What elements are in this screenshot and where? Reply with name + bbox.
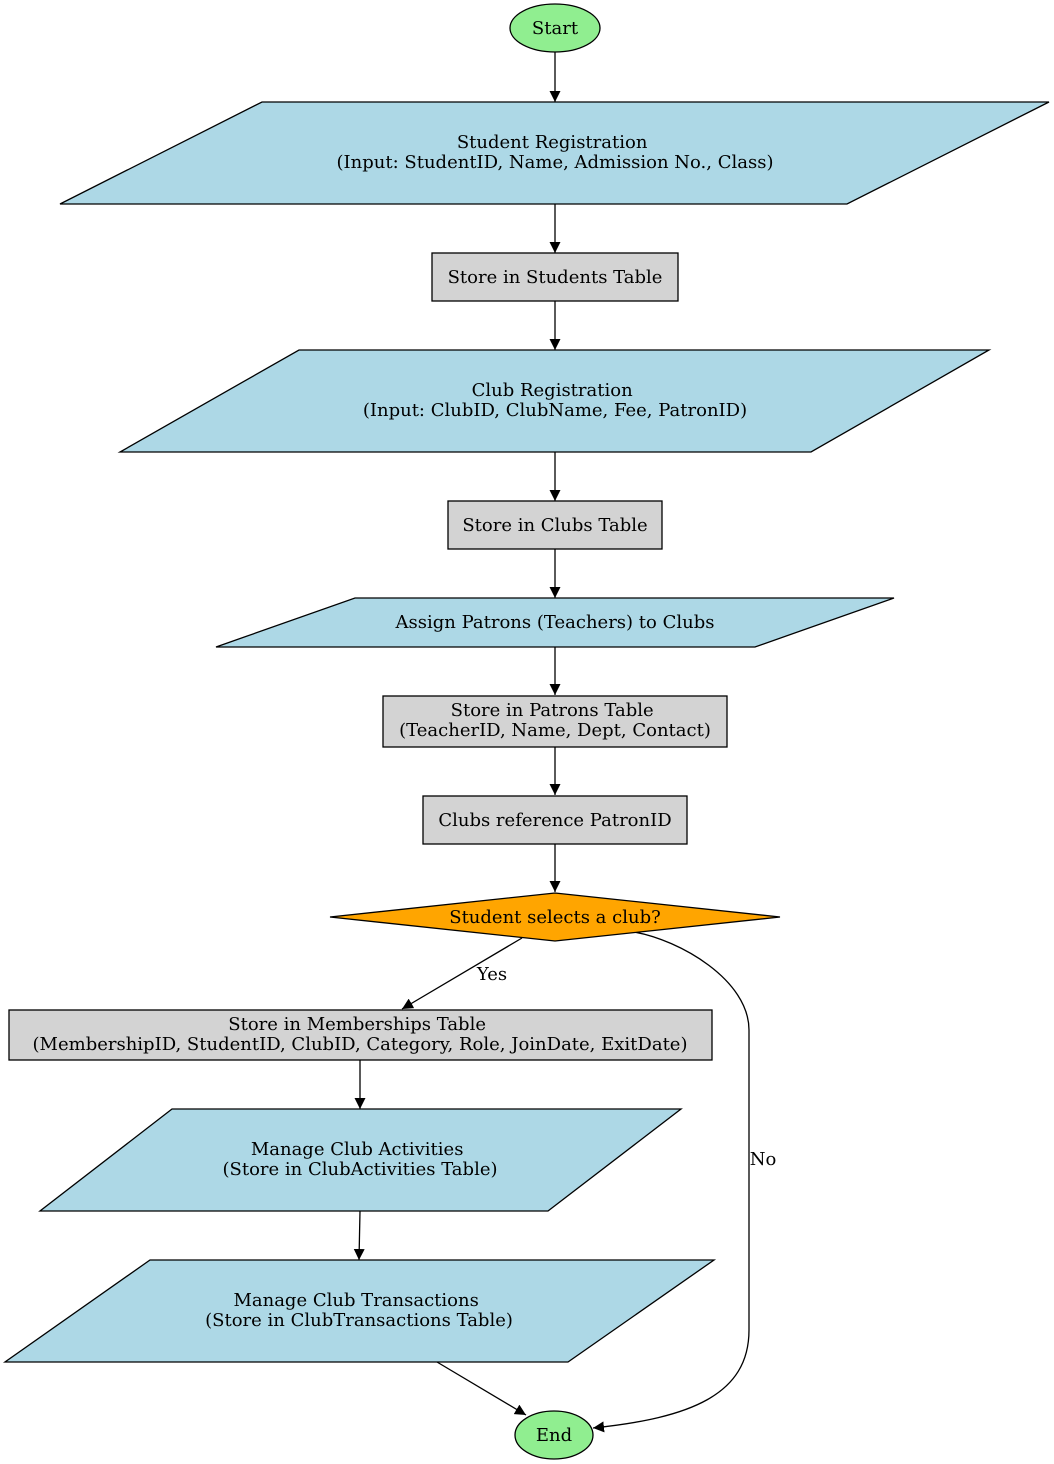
club-registration-title: Club Registration	[472, 380, 633, 401]
student-registration-label: Student Registration (Input: StudentID, …	[337, 132, 774, 173]
decision-node: Student selects a club?	[329, 892, 781, 942]
manage-transactions-title: Manage Club Transactions	[233, 1290, 478, 1311]
store-memberships-node: Store in Memberships Table (MembershipID…	[8, 1009, 713, 1061]
store-patrons-label: Store in Patrons Table (TeacherID, Name,…	[399, 700, 711, 741]
store-students-shape	[431, 252, 679, 302]
student-registration-node: Student Registration (Input: StudentID, …	[59, 101, 1050, 205]
club-registration-detail: (Input: ClubID, ClubName, Fee, PatronID)	[363, 400, 747, 421]
store-students-text: Store in Students Table	[448, 267, 663, 288]
student-registration-shape	[59, 101, 1050, 205]
clubs-reference-label: Clubs reference PatronID	[438, 810, 671, 831]
end-label: End	[536, 1425, 572, 1446]
assign-patrons-node: Assign Patrons (Teachers) to Clubs	[215, 597, 895, 648]
store-memberships-label: Store in Memberships Table (MembershipID…	[33, 1014, 688, 1055]
store-patrons-node: Store in Patrons Table (TeacherID, Name,…	[382, 695, 728, 748]
edges: Yes No	[353, 52, 777, 1433]
store-students-label: Store in Students Table	[448, 267, 663, 288]
start-label-line-1: Start	[532, 18, 579, 39]
assign-patrons-text: Assign Patrons (Teachers) to Clubs	[395, 612, 715, 633]
manage-transactions-label: Manage Club Transactions (Store in ClubT…	[205, 1290, 513, 1331]
manage-activities-detail: (Store in ClubActivities Table)	[222, 1159, 497, 1180]
assign-patrons-label: Assign Patrons (Teachers) to Clubs	[395, 612, 715, 633]
end-label-line-1: End	[536, 1425, 572, 1446]
club-registration-shape	[117, 349, 992, 453]
store-clubs-label: Store in Clubs Table	[462, 515, 647, 536]
club-registration-label: Club Registration (Input: ClubID, ClubNa…	[363, 380, 747, 421]
store-students-node: Store in Students Table	[431, 252, 679, 302]
edge-decision-yes	[401, 937, 523, 1010]
no-edge-label: No	[750, 1149, 777, 1170]
clubs-reference-text: Clubs reference PatronID	[438, 810, 671, 831]
club-registration-node: Club Registration (Input: ClubID, ClubNa…	[117, 349, 992, 453]
decision-label: Student selects a club?	[449, 907, 661, 928]
manage-activities-label: Manage Club Activities (Store in ClubAct…	[222, 1139, 497, 1180]
store-clubs-text: Store in Clubs Table	[462, 515, 647, 536]
end-shape	[514, 1410, 594, 1460]
edge-activities-to-transactions	[353, 1210, 365, 1261]
start-node: Start	[509, 3, 601, 53]
manage-activities-shape	[38, 1108, 683, 1212]
manage-activities-node: Manage Club Activities (Store in ClubAct…	[38, 1108, 683, 1212]
manage-activities-title: Manage Club Activities	[251, 1139, 464, 1160]
store-patrons-shape	[382, 695, 728, 748]
end-node: End	[514, 1410, 594, 1460]
start-label: Start	[532, 18, 579, 39]
store-patrons-title: Store in Patrons Table	[451, 700, 654, 721]
student-registration-detail: (Input: StudentID, Name, Admission No., …	[337, 152, 774, 173]
assign-patrons-shape	[215, 597, 895, 648]
store-memberships-title: Store in Memberships Table	[228, 1014, 486, 1035]
clubs-reference-node: Clubs reference PatronID	[422, 795, 688, 845]
yes-edge-label: Yes	[476, 964, 507, 985]
store-patrons-detail: (TeacherID, Name, Dept, Contact)	[399, 720, 711, 741]
store-clubs-node: Store in Clubs Table	[447, 500, 663, 550]
clubs-reference-shape	[422, 795, 688, 845]
edge-transactions-to-end	[436, 1361, 527, 1416]
start-shape	[509, 3, 601, 53]
manage-transactions-shape	[2, 1259, 717, 1363]
manage-transactions-node: Manage Club Transactions (Store in ClubT…	[2, 1259, 717, 1363]
store-clubs-shape	[447, 500, 663, 550]
decision-text: Student selects a club?	[449, 907, 661, 928]
store-memberships-detail: (MembershipID, StudentID, ClubID, Catego…	[33, 1034, 688, 1055]
manage-transactions-detail: (Store in ClubTransactions Table)	[205, 1310, 513, 1331]
decision-shape	[329, 892, 781, 942]
student-registration-title: Student Registration	[457, 132, 648, 153]
edge-decision-no	[592, 931, 750, 1433]
store-memberships-shape	[8, 1009, 713, 1061]
